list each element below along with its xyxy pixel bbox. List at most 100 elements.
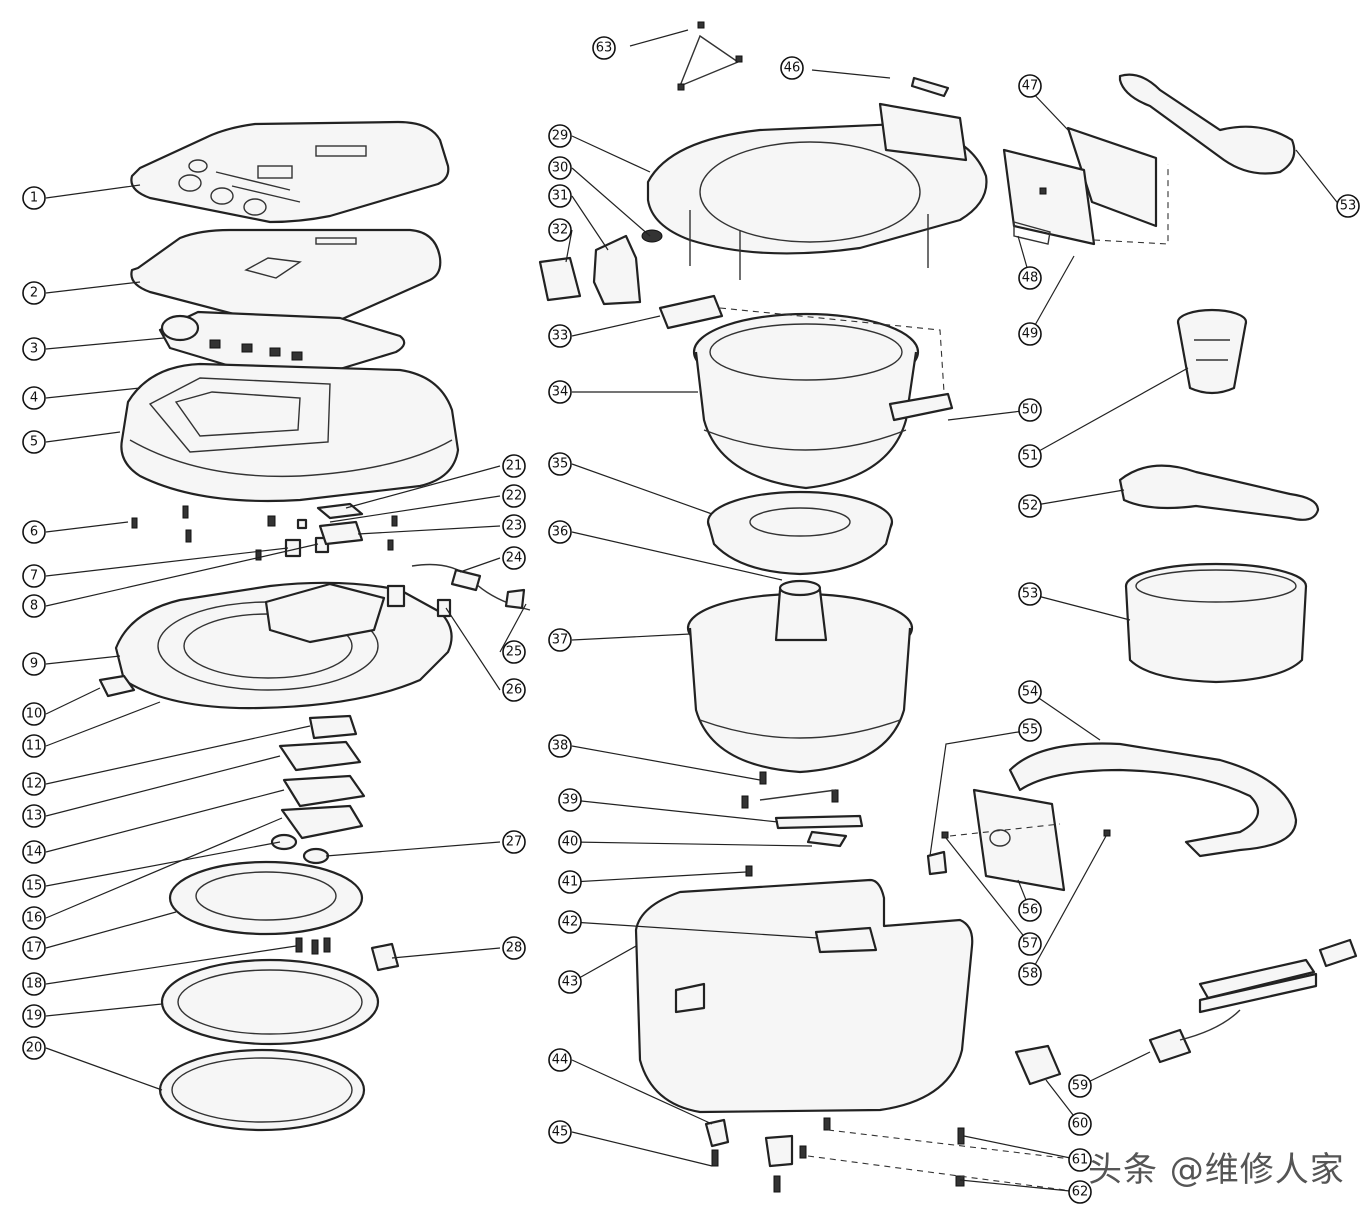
callout-number: 51	[1022, 449, 1039, 464]
callout-circle	[548, 520, 572, 544]
part-clip-28	[370, 942, 400, 972]
callout-number: 49	[1022, 327, 1039, 342]
watermark-text: 头条 @维修人家	[1088, 1150, 1345, 1190]
callout-17: 17	[22, 936, 46, 960]
callout-34: 34	[548, 380, 572, 404]
callout-circle	[558, 870, 582, 894]
callout-46: 46	[780, 56, 804, 80]
callout-40: 40	[558, 830, 582, 854]
callout-9: 9	[22, 652, 46, 676]
callout-42: 42	[558, 910, 582, 934]
callout-number: 28	[506, 941, 523, 956]
callout-number: 12	[26, 777, 43, 792]
callout-52: 52	[1018, 494, 1042, 518]
callout-circle	[22, 337, 46, 361]
callout-number: 42	[562, 915, 579, 930]
callout-23: 23	[502, 514, 526, 538]
part-ring-19	[160, 958, 380, 1046]
callout-circle	[1068, 1112, 1092, 1136]
callout-59: 59	[1068, 1074, 1092, 1098]
callout-number: 35	[552, 457, 569, 472]
callout-number: 48	[1022, 271, 1039, 286]
callout-48: 48	[1018, 266, 1042, 290]
callout-51: 51	[1018, 444, 1042, 468]
callout-30: 30	[548, 156, 572, 180]
part-control-board-47-48	[1002, 126, 1158, 246]
part-measuring-cup-51	[1176, 308, 1248, 395]
callout-54: 54	[1018, 680, 1042, 704]
part-socket-60	[1014, 1044, 1062, 1086]
part-screws-38-41	[741, 771, 864, 877]
callout-number: 3	[30, 342, 38, 357]
callout-20: 20	[22, 1036, 46, 1060]
callout-7: 7	[22, 564, 46, 588]
callout-circle	[1018, 398, 1042, 422]
callout-number: 53	[1022, 587, 1039, 602]
part-power-cord-59	[1148, 938, 1358, 1064]
callout-32: 32	[548, 218, 572, 242]
callout-circle	[22, 906, 46, 930]
callout-circle	[1018, 718, 1042, 742]
callout-circle	[548, 1120, 572, 1144]
callout-circle	[1018, 322, 1042, 346]
callout-number: 22	[506, 489, 523, 504]
callout-number: 23	[506, 519, 523, 534]
callout-6: 6	[22, 520, 46, 544]
callout-number: 43	[562, 975, 579, 990]
callout-circle	[1018, 494, 1042, 518]
callout-19: 19	[22, 1004, 46, 1028]
callout-circle	[1018, 74, 1042, 98]
part-top-plate	[130, 228, 442, 328]
callout-number: 11	[26, 739, 43, 754]
callout-number: 8	[30, 599, 38, 614]
callout-circle	[548, 628, 572, 652]
part-top-frame-29	[646, 102, 988, 280]
part-lid-plate-17	[168, 847, 364, 936]
callout-number: 50	[1022, 403, 1039, 418]
callout-circle	[22, 972, 46, 996]
callout-63: 63	[592, 36, 616, 60]
callout-number: 30	[552, 161, 569, 176]
part-hinge-screws-63	[677, 21, 743, 91]
callout-number: 57	[1022, 937, 1039, 952]
callout-circle	[22, 772, 46, 796]
part-latch-21-23	[316, 502, 364, 546]
callout-44: 44	[548, 1048, 572, 1072]
callout-24: 24	[502, 546, 526, 570]
callout-number: 7	[30, 569, 38, 584]
callout-circle	[548, 124, 572, 148]
callout-number: 62	[1072, 1185, 1089, 1200]
callout-53: 53	[1018, 582, 1042, 606]
callout-circle	[548, 156, 572, 180]
callout-circle	[548, 734, 572, 758]
part-pcb-board	[158, 310, 406, 374]
callout-36: 36	[548, 520, 572, 544]
callout-circle	[22, 1004, 46, 1028]
callout-circle	[22, 1036, 46, 1060]
callout-number: 54	[1022, 685, 1039, 700]
callout-31: 31	[548, 184, 572, 208]
callout-21: 21	[502, 454, 526, 478]
callout-18: 18	[22, 972, 46, 996]
callout-number: 55	[1022, 723, 1039, 738]
callout-circle	[1068, 1180, 1092, 1204]
part-feet-44-45	[704, 1117, 965, 1193]
callout-circle	[558, 830, 582, 854]
callout-58: 58	[1018, 962, 1042, 986]
callout-35: 35	[548, 452, 572, 476]
callout-number: 16	[26, 911, 43, 926]
callout-41: 41	[558, 870, 582, 894]
callout-5: 5	[22, 430, 46, 454]
callout-number: 21	[506, 459, 523, 474]
callout-circle	[780, 56, 804, 80]
callout-22: 22	[502, 484, 526, 508]
callout-circle	[22, 430, 46, 454]
callout-circle	[548, 324, 572, 348]
callout-circle	[502, 514, 526, 538]
callout-number: 40	[562, 835, 579, 850]
callout-circle	[502, 546, 526, 570]
part-pot-housing-37	[686, 579, 914, 774]
callout-circle	[548, 452, 572, 476]
part-lid-cover	[120, 362, 460, 503]
